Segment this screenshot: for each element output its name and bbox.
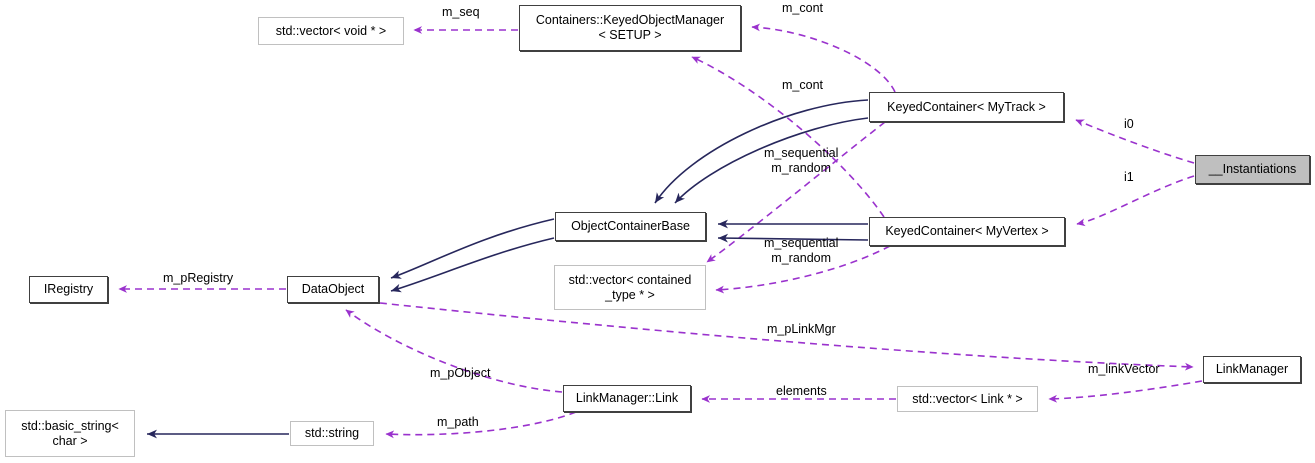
node-linkmanager-link[interactable]: LinkManager::Link (563, 385, 691, 412)
edge-label-m-linkvector: m_linkVector (1088, 362, 1160, 376)
edge-linkmanager-to-vector-link (1048, 380, 1203, 403)
edge-dataobject-to-linkmanager (379, 302, 1194, 371)
node-std-vector-contained-type[interactable]: std::vector< contained _type * > (554, 265, 706, 310)
edge-label-m-cont-mid: m_cont (782, 78, 823, 92)
edge-label-m-pobject: m_pObject (430, 366, 491, 380)
edge-kcvertex-to-objcontainerbase-b (717, 233, 869, 243)
edge-kctrack-to-kom (751, 23, 896, 93)
node-linkmanager[interactable]: LinkManager (1203, 356, 1301, 383)
edge-objcontainerbase-to-dataobject-a (390, 218, 555, 279)
edge-group-usage (118, 23, 1203, 439)
edge-objcontainerbase-to-dataobject-b (390, 237, 555, 293)
edge-label-m-sequential-m-random-vertex: m_sequential m_random (764, 236, 839, 265)
node-containers-keyedobjectmanager-setup[interactable]: Containers::KeyedObjectManager < SETUP > (519, 5, 741, 51)
node-instantiations[interactable]: __Instantiations (1195, 155, 1310, 184)
edge-kcvertex-to-kom (691, 56, 885, 218)
edge-label-m-cont-top: m_cont (782, 1, 823, 15)
edge-kcvertex-to-vector-contained (715, 245, 891, 294)
edge-label-m-sequential-m-random-track: m_sequential m_random (764, 146, 839, 175)
node-std-vector-void[interactable]: std::vector< void * > (258, 17, 404, 45)
node-std-basic-string-char[interactable]: std::basic_string< char > (5, 410, 135, 457)
edge-label-i1: i1 (1124, 170, 1134, 184)
edge-label-m-path: m_path (437, 415, 479, 429)
edge-label-m-pregistry: m_pRegistry (163, 271, 234, 285)
node-objectcontainerbase[interactable]: ObjectContainerBase (555, 212, 706, 241)
edge-label-elements: elements (776, 384, 827, 398)
edge-link-to-std-string (385, 411, 577, 439)
edge-kctrack-to-objcontainerbase-a (654, 99, 869, 204)
edge-instantiations-to-kcvertex (1076, 175, 1195, 227)
edge-kctrack-to-objcontainerbase-b (674, 117, 869, 204)
node-dataobject[interactable]: DataObject (287, 276, 379, 303)
node-std-vector-link[interactable]: std::vector< Link * > (897, 386, 1038, 412)
node-iregistry[interactable]: IRegistry (29, 276, 108, 303)
node-keyedcontainer-myvertex[interactable]: KeyedContainer< MyVertex > (869, 217, 1065, 246)
edge-label-i0: i0 (1124, 117, 1134, 131)
node-std-string[interactable]: std::string (290, 421, 374, 446)
edge-kctrack-to-vector-contained (706, 121, 886, 263)
edge-instantiations-to-kctrack (1075, 119, 1195, 164)
edge-link-to-dataobject (345, 309, 563, 393)
edge-group-inheritance (147, 99, 869, 439)
edge-label-m-plinkmgr: m_pLinkMgr (767, 322, 836, 336)
edge-label-m-seq: m_seq (442, 5, 480, 19)
node-keyedcontainer-mytrack[interactable]: KeyedContainer< MyTrack > (869, 92, 1064, 122)
